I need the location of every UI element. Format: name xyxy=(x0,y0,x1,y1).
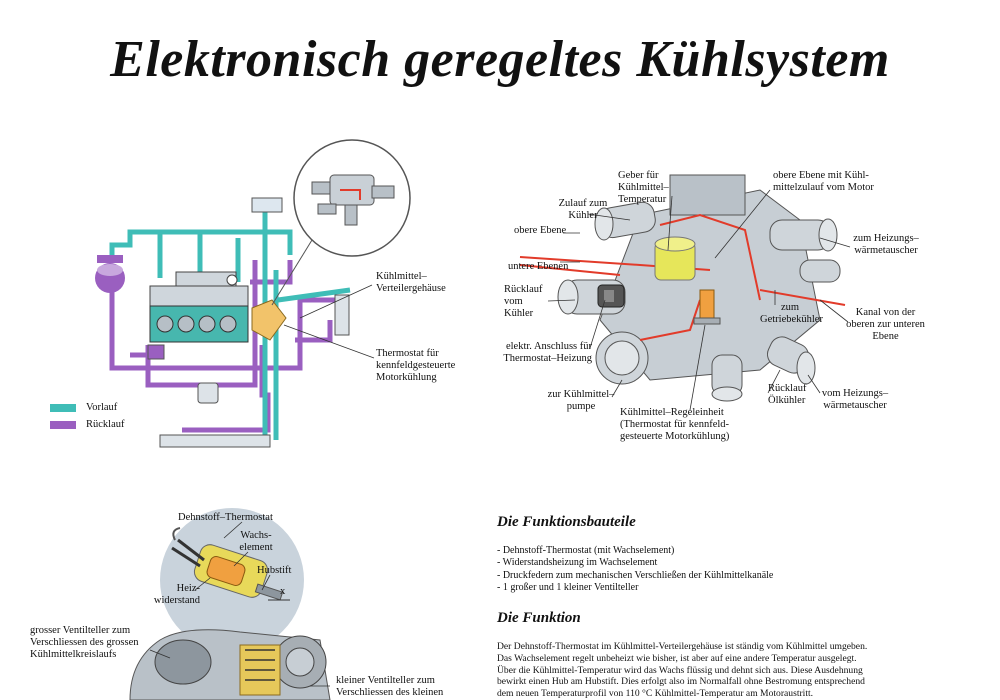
funktion-paragraph: Der Dehnstoff-Thermostat im Kühlmittel-V… xyxy=(497,641,927,700)
paragraph-line: Über die Kühlmittel-Temperatur wird das … xyxy=(497,664,863,676)
legend-vorlauf-swatch xyxy=(50,404,76,412)
label-ruecklauf-oelkuehler: Rücklauf Ölkühler xyxy=(768,383,807,406)
funktion-heading: Die Funktion xyxy=(497,610,581,626)
expansion-tank xyxy=(95,255,125,293)
wax-thermostat-detail xyxy=(160,508,304,652)
thermostat-housing xyxy=(251,299,287,341)
label-wachselement: Wachs-element xyxy=(239,530,273,553)
label-kleiner-teller: kleiner Ventilteller zum Verschliessen d… xyxy=(336,675,444,698)
list-item: - 1 großer und 1 kleiner Ventilteller xyxy=(497,581,639,593)
funktionsbauteile-list: - Dehnstoff-Thermostat (mit Wachselement… xyxy=(497,545,773,594)
temperature-sensor xyxy=(654,236,696,281)
label-dehnstoff: Dehnstoff–Thermostat xyxy=(178,512,273,523)
label-heizungs-waermetauscher: zum Heizungs–wärmetauscher xyxy=(853,233,919,256)
regeleinheit xyxy=(693,289,721,325)
distributor-housing-detail xyxy=(311,174,395,226)
leader-lines-2 xyxy=(547,189,851,411)
radiator-cap xyxy=(251,197,283,213)
label-vom-heizungs: vom Heizungs–wärmetauscher xyxy=(821,388,889,411)
heat-exchanger xyxy=(159,434,271,448)
label-x: x xyxy=(280,586,286,597)
label-obere-ebene-zulauf: obere Ebene mit Kühl-mittelzulauf vom Mo… xyxy=(773,170,874,193)
paragraph-line: dem neuen Temperaturprofil von 110 °C Kü… xyxy=(497,688,814,700)
label-hubstift: Hubstift xyxy=(257,565,292,576)
label-zulauf-kuehler: Zulauf zum Kühler xyxy=(558,198,608,221)
label-pumpe: zur Kühlmittel–pumpe xyxy=(547,389,615,412)
legend-ruecklauf-label: Rücklauf xyxy=(86,419,125,430)
leader-lines-1 xyxy=(283,284,375,359)
label-grosser-teller: grosser Ventilteller zum Verschliessen d… xyxy=(30,625,139,660)
paragraph-line: Der Dehnstoff-Thermostat im Kühlmittel-V… xyxy=(497,641,868,652)
list-item: - Druckfedern zum mechanischen Verschlie… xyxy=(497,569,774,581)
leader-lines-3 xyxy=(149,521,330,687)
radiator xyxy=(334,294,350,336)
label-obere-ebene: obere Ebene xyxy=(514,225,567,236)
label-heizwiderstand: Heiz-widerstand xyxy=(153,583,200,606)
label-geber: Geber für Kühlmittel–Temperatur xyxy=(618,170,669,205)
label-getriebekuehler: zum Getriebekühler xyxy=(760,302,823,325)
valve-assembly xyxy=(129,629,331,700)
label-thermostat: Thermostat für kennfeldgesteuerte Motork… xyxy=(376,348,456,383)
list-item: - Widerstandsheizung im Wachselement xyxy=(497,557,658,569)
magnifier-line xyxy=(271,239,313,306)
housing-body xyxy=(557,174,841,402)
label-regeleinheit: Kühlmittel–Regeleinheit (Thermostat für … xyxy=(620,407,730,442)
oil-cooler xyxy=(147,344,165,360)
legend-ruecklauf-swatch xyxy=(50,421,76,429)
label-kanal: Kanal von der oberen zur unteren Ebene xyxy=(846,307,925,342)
label-ruecklauf-kuehler: Rücklauf vom Kühler xyxy=(504,284,543,319)
paragraph-line: Das Wachselement regelt unbeheizt wie bi… xyxy=(497,652,857,664)
pump xyxy=(197,382,219,404)
label-untere-ebenen: untere Ebenen xyxy=(508,261,569,272)
engine-block xyxy=(149,271,249,343)
label-verteilergehaeuse: Kühlmittel–Verteilergehäuse xyxy=(376,271,446,294)
funktionsbauteile-heading: Die Funktionsbauteile xyxy=(497,514,636,530)
paragraph-line: bewirkt einen Hub am Hubstift. Dies erfo… xyxy=(497,676,865,688)
legend-vorlauf-label: Vorlauf xyxy=(86,402,118,413)
label-anschluss: elektr. Anschluss für Thermostat–Heizung xyxy=(503,341,592,364)
page-title: Elektronisch geregeltes Kühlsystem xyxy=(110,31,890,88)
list-item: - Dehnstoff-Thermostat (mit Wachselement… xyxy=(497,545,675,556)
